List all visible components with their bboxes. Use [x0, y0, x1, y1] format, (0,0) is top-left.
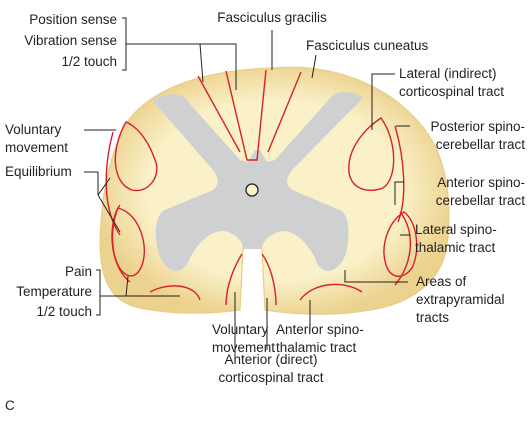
- panel-letter: C: [5, 398, 15, 413]
- label-ant-spinocer-1: Anterior spino-: [437, 175, 525, 190]
- label-extrapyr-3: tracts: [416, 310, 449, 325]
- label-voluntary-left-2: movement: [5, 140, 68, 155]
- label-ant-spinocer-2: cerebellar tract: [436, 193, 526, 208]
- bracket-top-left: [122, 18, 138, 70]
- label-lateral-cst-2: corticospinal tract: [399, 84, 504, 99]
- label-extrapyr-2: extrapyramidal: [416, 292, 505, 307]
- label-ant-cst-2: corticospinal tract: [218, 370, 323, 385]
- label-temperature: Temperature: [16, 284, 92, 299]
- label-lat-spinothal-1: Lateral spino-: [415, 222, 497, 237]
- label-position-sense: Position sense: [29, 12, 117, 27]
- leader-equilibrium-a: [84, 172, 98, 195]
- label-half-touch-top: 1/2 touch: [61, 54, 117, 69]
- label-ant-spinothal-1: Anterior spino-: [276, 322, 364, 337]
- label-post-spinocer-1: Posterior spino-: [430, 119, 525, 134]
- label-lat-spinothal-2: thalamic tract: [415, 240, 496, 255]
- label-half-touch-bottom: 1/2 touch: [36, 304, 92, 319]
- label-ant-cst-1: Anterior (direct): [224, 352, 317, 367]
- label-extrapyr-1: Areas of: [416, 274, 467, 289]
- label-vibration-sense: Vibration sense: [24, 33, 117, 48]
- label-equilibrium: Equilibrium: [5, 164, 72, 179]
- label-lateral-cst-1: Lateral (indirect): [399, 66, 497, 81]
- label-fasciculus-cuneatus: Fasciculus cuneatus: [306, 38, 429, 53]
- label-voluntary-left-1: Voluntary: [5, 122, 62, 137]
- label-fasciculus-gracilis: Fasciculus gracilis: [217, 10, 327, 25]
- label-pain: Pain: [65, 264, 92, 279]
- central-canal: [246, 184, 258, 196]
- label-voluntary-bottom-1: Voluntary: [212, 322, 269, 337]
- leader-position-sense: [138, 44, 203, 82]
- label-post-spinocer-2: cerebellar tract: [436, 137, 526, 152]
